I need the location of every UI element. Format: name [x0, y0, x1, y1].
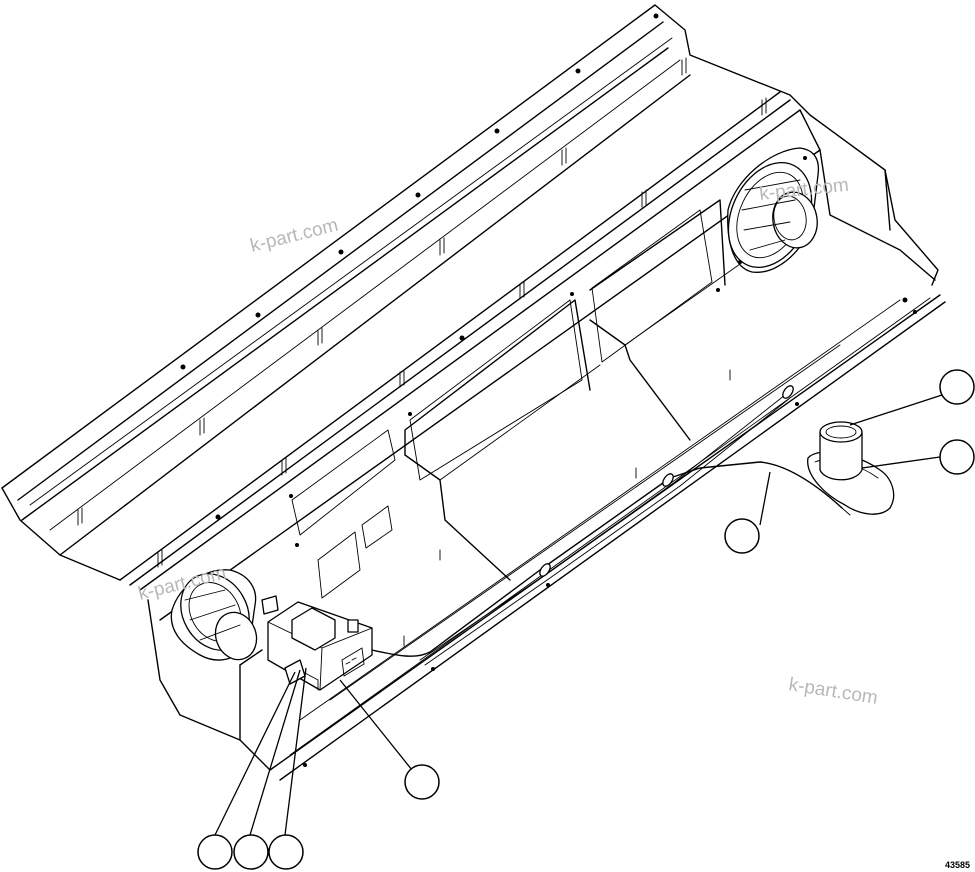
- callout-top-right[interactable]: [939, 369, 975, 405]
- right-speaker: [727, 147, 820, 273]
- mounting-studs: [77, 13, 917, 767]
- antenna-base: [807, 421, 895, 515]
- callout-right[interactable]: [939, 439, 975, 475]
- figure-number: 43585: [945, 860, 970, 870]
- callouts: [197, 369, 975, 870]
- wiring-harness: [371, 385, 851, 666]
- watermark-1: k-part.com: [248, 215, 340, 257]
- callout-bottom-2[interactable]: [233, 834, 269, 870]
- callout-wire[interactable]: [724, 518, 760, 554]
- speaker-tray-panel: [1, 4, 946, 781]
- callout-bottom-1[interactable]: [197, 834, 233, 870]
- amplifier-module: [267, 601, 373, 691]
- watermark-4: k-part.com: [787, 674, 879, 709]
- left-speaker: [170, 569, 279, 661]
- callout-amplifier[interactable]: [404, 764, 440, 800]
- tray-dividers: [291, 199, 761, 599]
- callout-bottom-3[interactable]: [268, 834, 304, 870]
